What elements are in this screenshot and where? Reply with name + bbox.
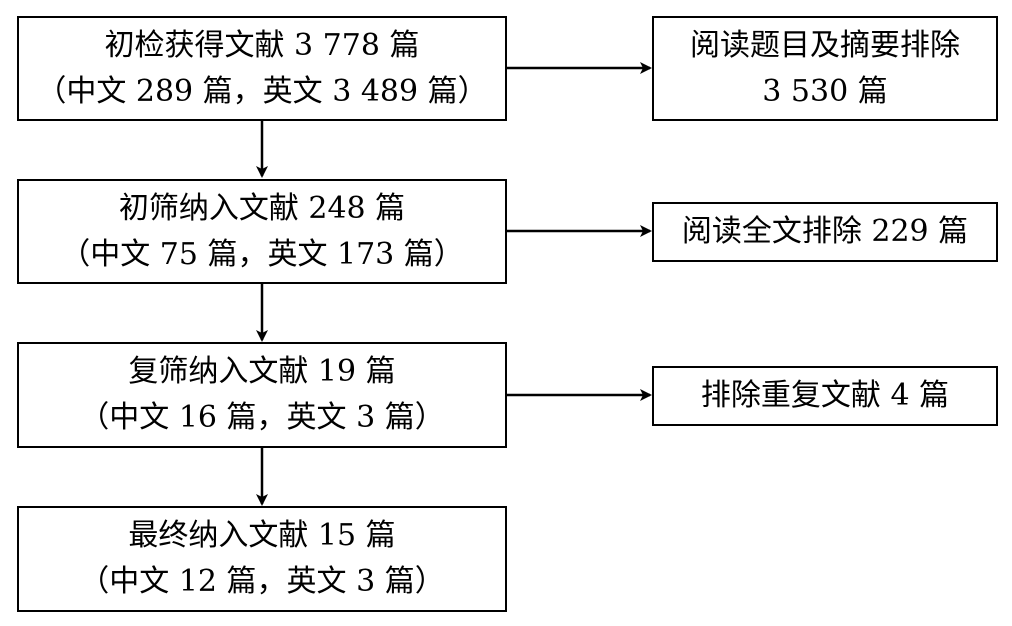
step-rescreening-breakdown: （中文 16 篇，英文 3 篇） (79, 400, 445, 435)
step-initial-screening-title: 初筛纳入文献 248 篇 (118, 190, 406, 226)
exclusion-title-abstract-box: 阅读题目及摘要排除 3 530 篇 (652, 16, 998, 121)
step-initial-screening-box: 初筛纳入文献 248 篇 （中文 75 篇，英文 173 篇） (17, 179, 507, 284)
exclusion-title-abstract-label: 阅读题目及摘要排除 (690, 27, 960, 63)
step-rescreening-title: 复筛纳入文献 19 篇 (128, 354, 396, 389)
step-final-inclusion-box: 最终纳入文献 15 篇 （中文 12 篇，英文 3 篇） (17, 506, 507, 612)
exclusion-duplicates-label: 排除重复文献 4 篇 (700, 378, 950, 413)
exclusion-duplicates-box: 排除重复文献 4 篇 (652, 366, 998, 426)
step-initial-search-title: 初检获得文献 3 778 篇 (104, 27, 420, 63)
exclusion-full-text-box: 阅读全文排除 229 篇 (652, 202, 998, 262)
step-rescreening-box: 复筛纳入文献 19 篇 （中文 16 篇，英文 3 篇） (17, 342, 507, 448)
step-initial-search-breakdown: （中文 289 篇，英文 3 489 篇） (36, 73, 488, 109)
step-initial-search-box: 初检获得文献 3 778 篇 （中文 289 篇，英文 3 489 篇） (17, 16, 507, 121)
step-initial-screening-breakdown: （中文 75 篇，英文 173 篇） (60, 236, 464, 272)
exclusion-title-abstract-count: 3 530 篇 (762, 73, 888, 109)
step-final-inclusion-breakdown: （中文 12 篇，英文 3 篇） (79, 564, 445, 599)
exclusion-full-text-label: 阅读全文排除 229 篇 (681, 214, 969, 249)
step-final-inclusion-title: 最终纳入文献 15 篇 (128, 518, 396, 553)
